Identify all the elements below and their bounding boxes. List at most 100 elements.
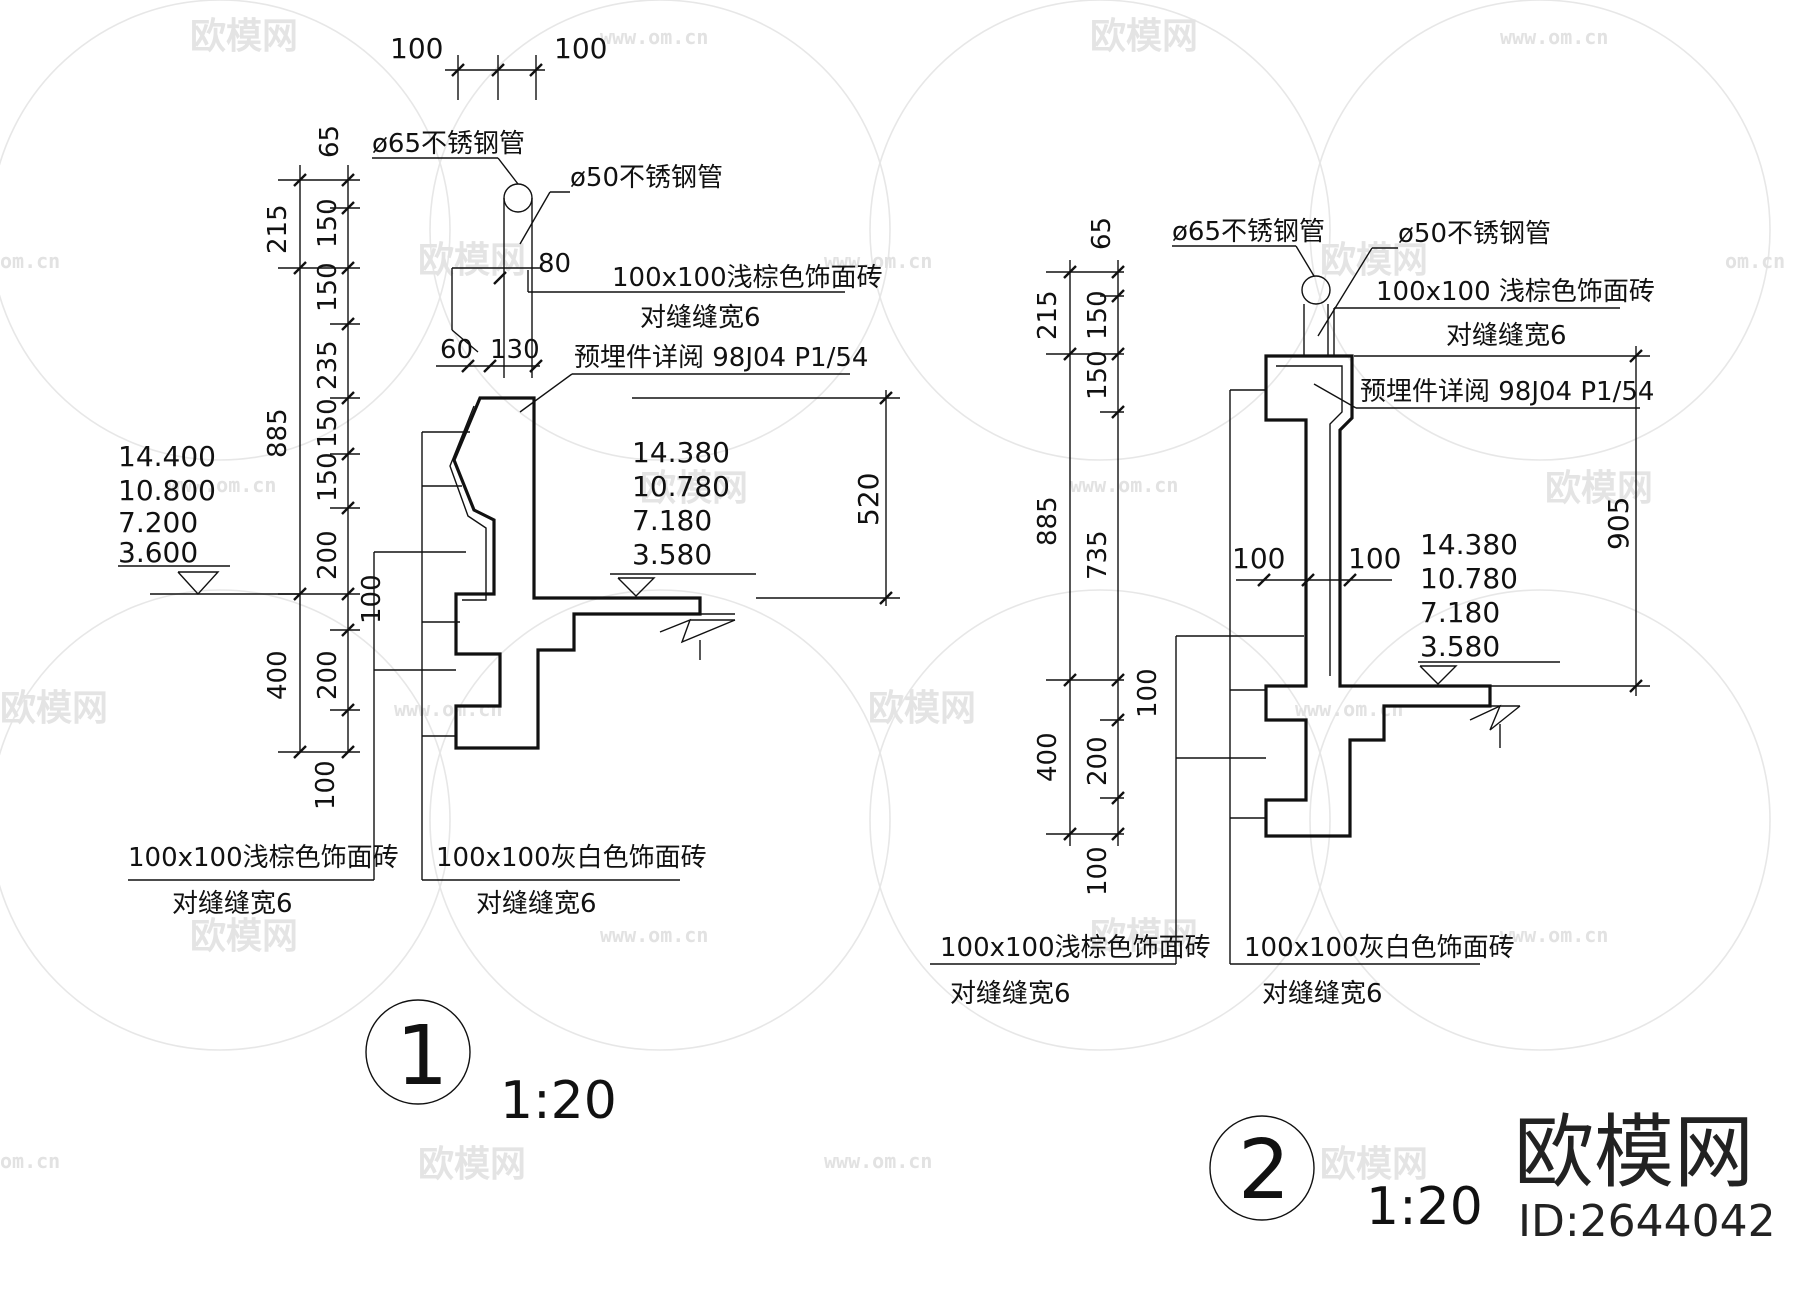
dim-top-left: 100	[390, 32, 443, 65]
watermark-logo: 欧模网	[1320, 240, 1428, 281]
detail-scale-1: 1:20	[500, 1071, 617, 1131]
watermark-logo: 欧模网	[1545, 468, 1653, 509]
watermark-url: www.om.cn	[600, 923, 708, 947]
tile-note-2: 100x100 浅棕色饰面砖	[1376, 277, 1655, 307]
watermark-url: www.om.cn	[394, 697, 502, 721]
joint-label-right: 对缝缝宽6	[476, 889, 597, 919]
dim2-outer-100: 100	[1083, 846, 1113, 896]
level-left-7200: 7.200	[118, 506, 198, 539]
level-left-3600: 3.600	[118, 536, 198, 569]
watermark-url: om.cn	[0, 1149, 60, 1173]
watermark-logo: 欧模网	[1090, 16, 1198, 57]
watermark-layer: 欧模网 欧模网 欧模网 欧模网 欧模网 欧模网 欧模网 欧模网 欧模网 欧模网 …	[0, 0, 1785, 1185]
dim2-outer-885: 885	[1033, 496, 1063, 546]
level-right-3580: 3.580	[632, 538, 712, 571]
embed-note-2: 预埋件详阅 98J04 P1/54	[1360, 377, 1654, 407]
watermark-logo: 欧模网	[640, 468, 748, 509]
watermark-url: www.om.cn	[1500, 923, 1608, 947]
level2-3580: 3.580	[1420, 630, 1500, 663]
dim2-outer-215: 215	[1033, 290, 1063, 340]
watermark-url: www.om.cn	[824, 1149, 932, 1173]
dim-60: 60	[440, 335, 473, 365]
embed-note: 预埋件详阅 98J04 P1/54	[574, 343, 868, 373]
watermark-logo: 欧模网	[418, 1144, 526, 1185]
watermark-url: www.om.cn	[1500, 25, 1608, 49]
dim2-outer-65: 65	[1087, 217, 1117, 250]
watermark-logo: 欧模网	[190, 916, 298, 957]
joint-label-left: 对缝缝宽6	[172, 889, 293, 919]
detail-number-2: 2	[1238, 1123, 1290, 1218]
parapet-section-1	[452, 396, 702, 750]
watermark-logo: 欧模网	[190, 16, 298, 57]
detail-2: 65 215 885 400 100 150 150 735 100 200 ø…	[930, 217, 1655, 1237]
brand-id: ID:2644042	[1518, 1196, 1776, 1247]
level2-14380: 14.380	[1420, 528, 1518, 561]
tile2-label-right: 100x100灰白色饰面砖	[1244, 933, 1515, 963]
dim-inner-235: 235	[313, 340, 343, 390]
dim-520: 520	[852, 473, 885, 526]
dim-inner-200: 200	[313, 530, 343, 580]
brand-name: 欧模网	[1514, 1106, 1754, 1199]
watermark-url: www.om.cn	[600, 25, 708, 49]
dim-top-right: 100	[554, 32, 607, 65]
dim2-100-right: 100	[1348, 542, 1401, 575]
dim-inner-150: 150	[313, 262, 343, 312]
level-right-7180: 7.180	[632, 504, 712, 537]
level2-10780: 10.780	[1420, 562, 1518, 595]
level-left-10800: 10.800	[118, 474, 216, 507]
dim2-inner-735: 735	[1083, 530, 1113, 580]
pipe-large-label: ø65不锈钢管	[372, 129, 525, 159]
joint-note: 对缝缝宽6	[640, 303, 761, 333]
dim-outer-215: 215	[263, 204, 293, 254]
dim-outer-65: 65	[315, 125, 345, 158]
dim2-100-left: 100	[1232, 542, 1285, 575]
dim-130: 130	[490, 335, 540, 365]
level-right-10780: 10.780	[632, 470, 730, 503]
joint2-label-left: 对缝缝宽6	[950, 979, 1071, 1009]
dim-outer-400: 400	[263, 650, 293, 700]
detail-scale-2: 1:20	[1366, 1177, 1483, 1237]
tile-note: 100x100浅棕色饰面砖	[612, 263, 883, 293]
watermark-url: www.om.cn	[1070, 473, 1178, 497]
dim2-inner-150: 150	[1083, 350, 1113, 400]
watermark-logo: 欧模网	[1090, 916, 1198, 957]
watermark-url: www.om.cn	[824, 249, 932, 273]
joint2-label-right: 对缝缝宽6	[1262, 979, 1383, 1009]
tile-label-right: 100x100灰白色饰面砖	[436, 843, 707, 873]
tile-label-left: 100x100浅棕色饰面砖	[128, 843, 399, 873]
level-left-14400: 14.400	[118, 440, 216, 473]
parapet-section-2	[1264, 354, 1492, 838]
pipe-small-label: ø50不锈钢管	[570, 163, 723, 193]
watermark-logo: 欧模网	[868, 688, 976, 729]
level2-7180: 7.180	[1420, 596, 1500, 629]
dim2-inner-200: 200	[1083, 736, 1113, 786]
dim2-905: 905	[1602, 497, 1635, 550]
level-right-14380: 14.380	[632, 436, 730, 469]
dim-inner-100: 100	[357, 574, 387, 624]
pipe2-large-label: ø65不锈钢管	[1172, 217, 1325, 247]
watermark-url: www.om.cn	[168, 473, 276, 497]
joint-note-2: 对缝缝宽6	[1446, 321, 1567, 351]
dim-outer-885: 885	[263, 408, 293, 458]
pipe2-small-label: ø50不锈钢管	[1398, 219, 1551, 249]
watermark-url: om.cn	[0, 249, 60, 273]
watermark-logo: 欧模网	[418, 240, 526, 281]
dim2-inner-100: 100	[1133, 668, 1163, 718]
dim-80: 80	[538, 249, 571, 279]
dim-inner-200: 200	[313, 650, 343, 700]
dim-inner-150: 150	[313, 452, 343, 502]
dim2-inner-150: 150	[1083, 290, 1113, 340]
dim2-outer-400: 400	[1033, 732, 1063, 782]
brand-block: 欧模网 ID:2644042	[1514, 1106, 1776, 1247]
watermark-url: www.om.cn	[1295, 697, 1403, 721]
watermark-logo: 欧模网	[0, 688, 108, 729]
detail-1: 100 100 65 215 885 400 100	[118, 32, 900, 1131]
tile2-label-left: 100x100浅棕色饰面砖	[940, 933, 1211, 963]
dim-inner-150: 150	[313, 398, 343, 448]
watermark-logo: 欧模网	[1320, 1144, 1428, 1185]
dim-inner-150: 150	[313, 198, 343, 248]
watermark-url: om.cn	[1725, 249, 1785, 273]
dim-outer-100: 100	[311, 760, 341, 810]
detail-number-1: 1	[396, 1009, 448, 1104]
